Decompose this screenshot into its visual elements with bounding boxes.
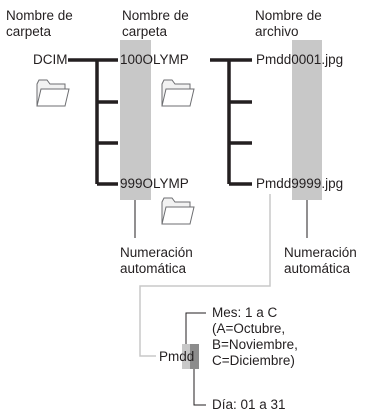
file-number: 0001 xyxy=(291,52,322,67)
folder-icon xyxy=(161,79,195,107)
heading-file-name: Nombre de archivo xyxy=(255,8,322,39)
detail-file-name: Pmdd xyxy=(159,349,195,364)
auto-numbering-label-folders: Numeración automática xyxy=(120,245,193,276)
link-line xyxy=(139,194,271,357)
day-legend: Día: 01 a 31 xyxy=(212,397,286,412)
month-legend: Mes: 1 a C (A=Octubre, B=Noviembre, C=Di… xyxy=(212,305,298,368)
subfolder-suffix: OLYMP xyxy=(142,52,189,67)
detail-highlight-day xyxy=(190,344,199,369)
auto-numbering-label-files: Numeración automática xyxy=(284,245,357,276)
subfolder-number: 100 xyxy=(120,52,143,67)
file-extension: .jpg xyxy=(321,176,344,191)
auto-number-band-folders xyxy=(120,40,151,200)
file-number: 9999 xyxy=(291,176,322,191)
subfolder-last: 999OLYMP xyxy=(120,176,189,192)
subfolder-number: 999 xyxy=(120,176,143,191)
subfolder-suffix: OLYMP xyxy=(142,176,189,191)
folder-icon xyxy=(161,197,195,225)
file-prefix: Pmdd xyxy=(256,52,292,67)
file-prefix: Pmdd xyxy=(256,176,292,191)
month-bracket xyxy=(185,312,206,344)
subfolder-first: 100OLYMP xyxy=(120,52,189,68)
day-bracket xyxy=(193,369,206,406)
file-first: Pmdd0001.jpg xyxy=(256,52,343,68)
heading-folder-name-1: Nombre de carpeta xyxy=(6,8,73,39)
detail-highlight-month xyxy=(182,344,190,369)
auto-number-band-files xyxy=(292,40,322,200)
heading-folder-name-2: Nombre de carpeta xyxy=(122,8,189,39)
file-extension: .jpg xyxy=(321,52,344,67)
folder-icon xyxy=(36,79,70,107)
root-folder-label: DCIM xyxy=(33,52,68,67)
file-last: Pmdd9999.jpg xyxy=(256,176,343,192)
